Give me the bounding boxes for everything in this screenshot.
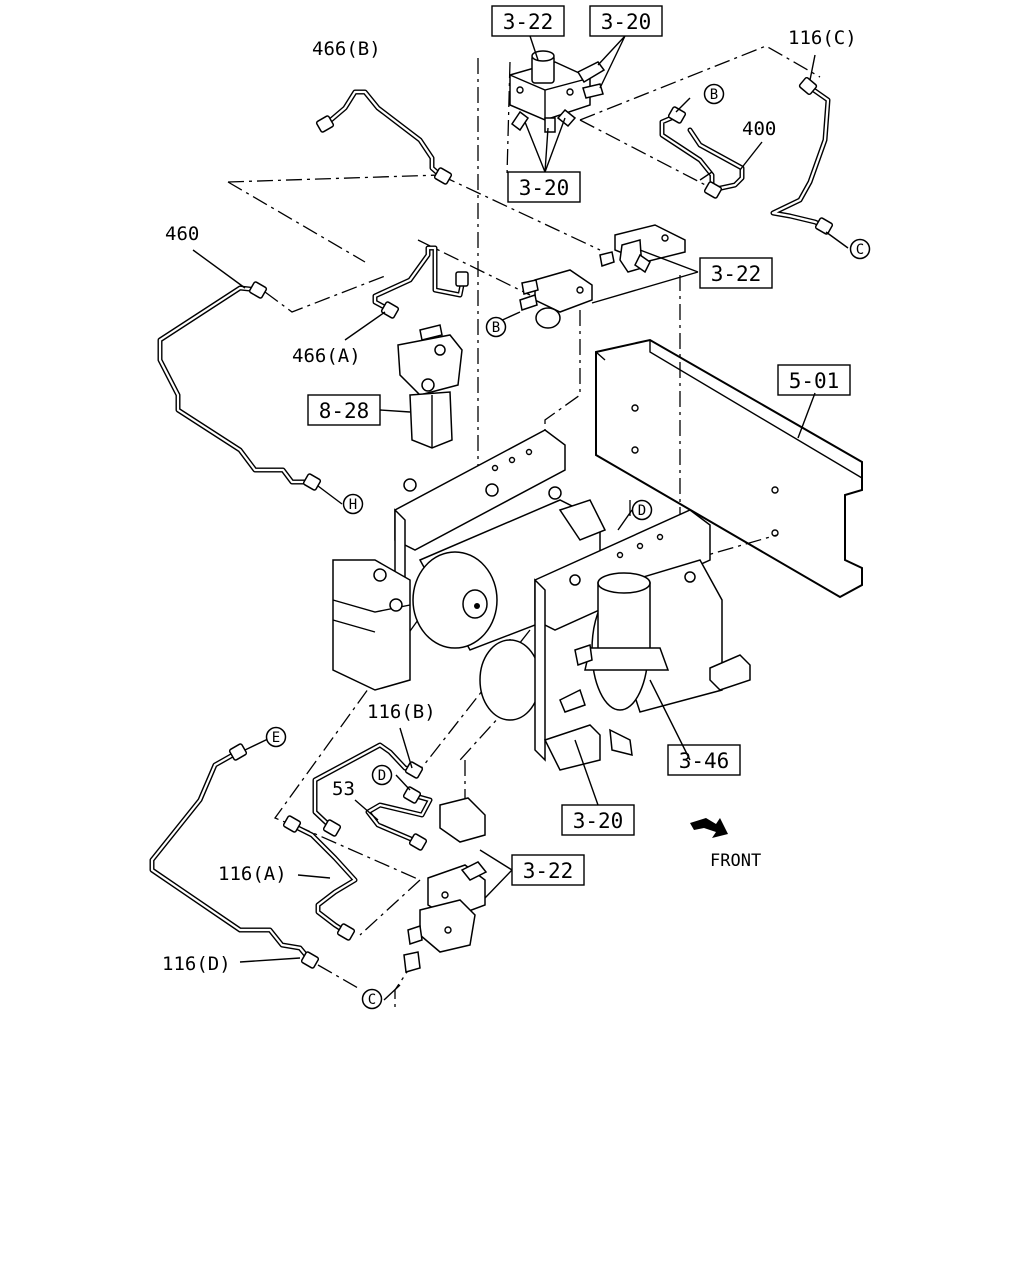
svg-text:H: H: [349, 497, 357, 513]
label-400: 400: [742, 118, 776, 140]
callout-3-22-top: 3-22: [491, 5, 565, 37]
air-tank-assembly: [332, 429, 751, 771]
marker-b-mid: B: [485, 316, 507, 338]
callout-3-46: 3-46: [667, 744, 741, 776]
svg-text:C: C: [368, 992, 376, 1008]
label-116b: 116(B): [367, 701, 436, 723]
callout-3-22-right: 3-22: [699, 257, 773, 289]
callout-3-22-bottom: 3-22: [511, 854, 585, 886]
svg-text:3-20: 3-20: [601, 10, 652, 34]
callout-3-20-mid: 3-20: [507, 171, 581, 203]
callout-leaders: [192, 35, 849, 1001]
svg-text:3-46: 3-46: [679, 749, 730, 773]
marker-d-mid: D: [631, 499, 653, 521]
svg-text:D: D: [378, 768, 386, 784]
marker-b-top: B: [703, 83, 725, 105]
pipe-fittings: [228, 76, 834, 969]
label-116a: 116(A): [218, 863, 287, 885]
svg-text:C: C: [856, 242, 864, 258]
svg-text:5-01: 5-01: [789, 369, 840, 393]
label-116d: 116(D): [162, 953, 231, 975]
front-arrow-icon: [690, 818, 728, 838]
valve-3-20-top: [509, 50, 606, 133]
valve-3-22-bottom: [403, 797, 488, 973]
front-indicator: FRONT: [690, 818, 761, 871]
valve-3-22-mid: [519, 269, 593, 329]
svg-text:E: E: [272, 730, 280, 746]
svg-text:B: B: [710, 87, 718, 103]
label-116c: 116(C): [788, 27, 857, 49]
svg-text:3-22: 3-22: [711, 262, 762, 286]
svg-text:3-22: 3-22: [523, 859, 574, 883]
svg-text:D: D: [638, 503, 646, 519]
frame-rail: [595, 338, 863, 599]
svg-text:B: B: [492, 320, 500, 336]
label-466a: 466(A): [292, 345, 361, 367]
label-460: 460: [165, 223, 199, 245]
label-466b: 466(B): [312, 38, 381, 60]
svg-text:3-20: 3-20: [519, 176, 570, 200]
svg-text:3-20: 3-20: [573, 809, 624, 833]
svg-text:3-22: 3-22: [503, 10, 554, 34]
marker-d-low: D: [371, 764, 393, 786]
callout-3-20-bottom: 3-20: [561, 804, 635, 836]
callout-5-01: 5-01: [777, 364, 851, 396]
callout-8-28: 8-28: [307, 394, 381, 426]
marker-c-right: C: [849, 238, 871, 260]
svg-text:8-28: 8-28: [319, 399, 370, 423]
front-label: FRONT: [710, 851, 761, 871]
marker-e: E: [265, 726, 287, 748]
part-8-28: [397, 324, 463, 449]
marker-h: H: [342, 493, 364, 515]
marker-c-bottom: C: [361, 988, 383, 1010]
callout-3-20-top: 3-20: [589, 5, 663, 37]
label-53: 53: [332, 778, 355, 800]
valve-3-22-bracket: [599, 224, 686, 274]
